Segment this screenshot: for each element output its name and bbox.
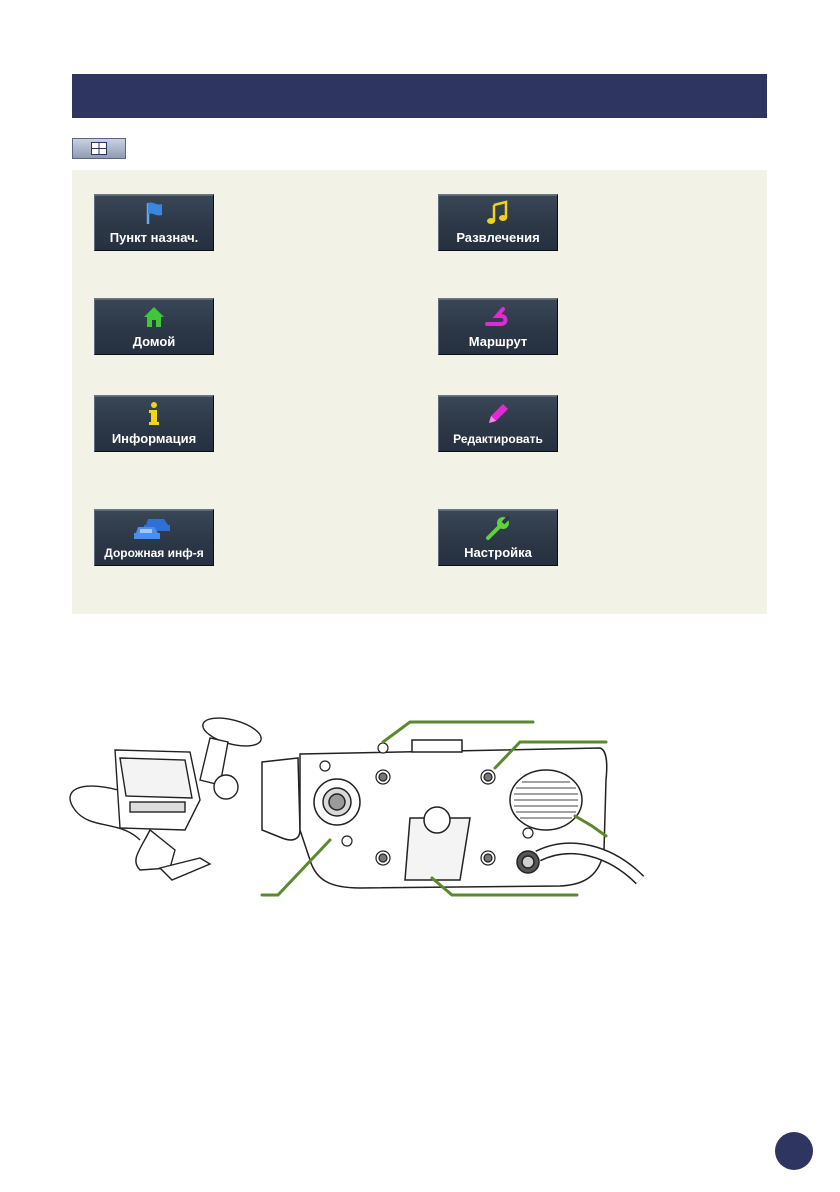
wrench-icon <box>439 515 557 541</box>
pencil-icon <box>439 401 557 427</box>
home-label: Домой <box>95 334 213 349</box>
destination-label: Пункт назнач. <box>95 230 213 245</box>
information-button[interactable]: Информация <box>94 395 214 452</box>
traffic-label: Дорожная инф-я <box>95 546 213 560</box>
info-icon <box>95 401 213 427</box>
page-number-badge <box>775 1132 813 1170</box>
route-icon <box>439 304 557 330</box>
cars-icon <box>95 515 213 541</box>
suction-mount-illustration <box>70 713 264 880</box>
settings-button[interactable]: Настройка <box>438 509 558 566</box>
traffic-button[interactable]: Дорожная инф-я <box>94 509 214 566</box>
main-menu-panel: Пункт назнач. Развлечения Домой <box>72 170 767 614</box>
route-button[interactable]: Маршрут <box>438 298 558 355</box>
menu-key-icon <box>72 138 126 159</box>
home-button[interactable]: Домой <box>94 298 214 355</box>
entertainment-button[interactable]: Развлечения <box>438 194 558 251</box>
entertainment-label: Развлечения <box>439 230 557 245</box>
unit-back-view <box>262 740 640 888</box>
edit-button[interactable]: Редактировать <box>438 395 558 452</box>
house-icon <box>95 304 213 330</box>
navigation-unit-cradle-icon <box>0 690 840 910</box>
information-label: Информация <box>95 431 213 446</box>
settings-label: Настройка <box>439 545 557 560</box>
destination-button[interactable]: Пункт назнач. <box>94 194 214 251</box>
edit-label: Редактировать <box>439 432 557 446</box>
route-label: Маршрут <box>439 334 557 349</box>
music-note-icon <box>439 200 557 226</box>
flag-icon <box>95 200 213 226</box>
section-header-bar <box>72 74 767 118</box>
